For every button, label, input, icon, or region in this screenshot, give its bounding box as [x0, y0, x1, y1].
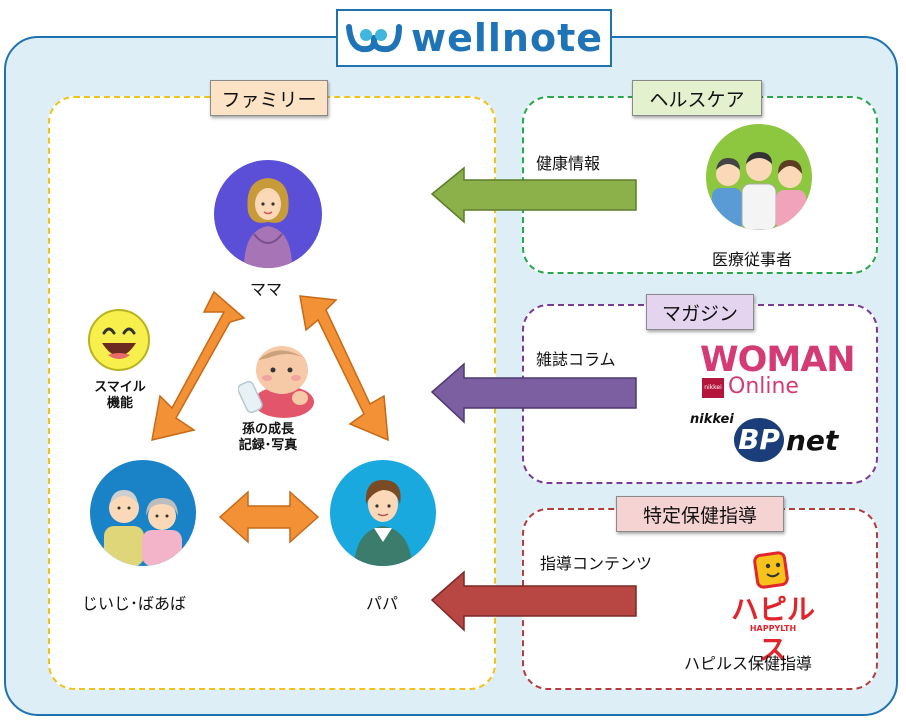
- healthcare-title: ヘルスケア: [632, 80, 762, 116]
- smile-feature-label: スマイル 機能: [94, 380, 146, 411]
- healthcare-arrow: [430, 166, 637, 224]
- mama-avatar: [214, 160, 322, 268]
- healthcare-staff-avatar: [706, 124, 812, 230]
- bpnet-nikkei-text: nikkei: [690, 412, 734, 427]
- woman-online-online-text: Online: [728, 374, 799, 399]
- guidance-arrow: [430, 570, 637, 632]
- wellnote-logo-icon: [345, 24, 402, 53]
- magazine-arrow-label: 雑誌コラム: [536, 350, 616, 369]
- nikkei-badge: nikkei: [702, 378, 724, 398]
- arrow-mama-grandparents: [151, 290, 246, 441]
- magazine-title: マガジン: [646, 294, 754, 330]
- grandparents-avatar: [90, 460, 196, 566]
- bpnet-net-text: net: [786, 424, 839, 457]
- happylth-mascot-icon: [753, 551, 789, 589]
- happylth-logo: ハピルス HAPPYLTH: [718, 550, 828, 666]
- grandparents-label: じいじ･ばあば: [82, 594, 187, 613]
- family-title: ファミリー: [210, 80, 328, 116]
- bpnet-bp-text: BP: [734, 418, 784, 462]
- healthcare-provider-label: 医療従事者: [712, 250, 793, 269]
- magazine-arrow: [430, 362, 637, 424]
- mama-label: ママ: [250, 280, 283, 299]
- guidance-provider-label: ハピルス保健指導: [684, 654, 813, 673]
- happylth-brand-text: ハピルス: [730, 593, 815, 666]
- arrow-grandparents-papa: [218, 490, 320, 544]
- photos-label: 孫の成長 記録･写真: [238, 422, 298, 453]
- healthcare-arrow-label: 健康情報: [536, 154, 601, 173]
- arrow-mama-papa: [299, 295, 389, 442]
- wellnote-logo: wellnote: [336, 9, 612, 67]
- logo-text: wellnote: [410, 16, 604, 60]
- papa-label: パパ: [366, 594, 399, 613]
- woman-online-logo: WOMAN nikkei Online: [700, 340, 856, 404]
- happylth-brand-sub: HAPPYLTH: [749, 624, 797, 633]
- bpnet-logo: nikkei BP net: [690, 410, 860, 470]
- woman-online-big-text: WOMAN: [700, 340, 856, 380]
- baby-illustration: [238, 338, 318, 420]
- papa-avatar: [330, 460, 436, 566]
- guidance-arrow-label: 指導コンテンツ: [540, 554, 653, 573]
- guidance-title: 特定保健指導: [616, 496, 784, 532]
- smile-icon: [86, 307, 152, 373]
